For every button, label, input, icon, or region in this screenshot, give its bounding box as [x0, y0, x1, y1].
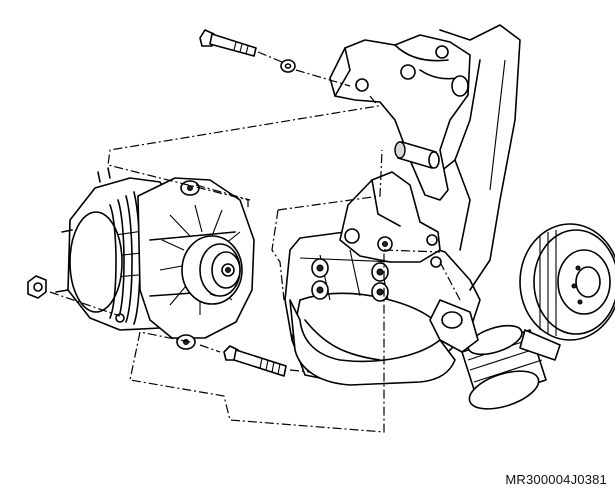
engine-housing — [284, 231, 481, 386]
upper-bolt — [199, 29, 257, 57]
washer — [280, 59, 296, 73]
nut — [27, 275, 47, 299]
crank-pulley — [519, 223, 615, 361]
alternator — [55, 167, 255, 350]
spacer-tube — [394, 141, 440, 169]
lower-bolt — [223, 345, 287, 377]
adjusting-bracket — [339, 171, 442, 268]
reference-code: MR300004J0381 — [505, 472, 607, 487]
mounting-bracket — [329, 34, 471, 201]
assembly-leader-lines — [49, 51, 461, 433]
